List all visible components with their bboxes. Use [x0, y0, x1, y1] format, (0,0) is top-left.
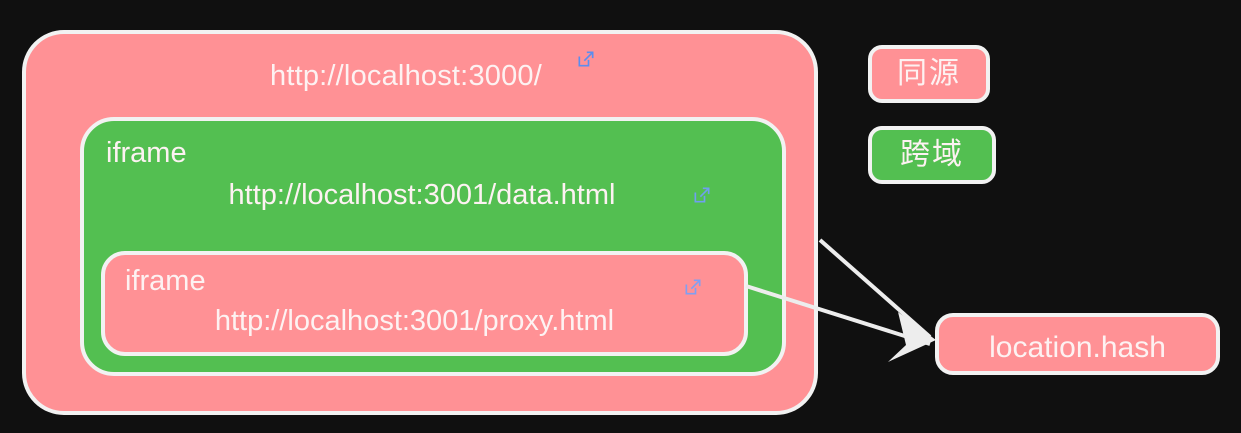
- legend-cross-origin: 跨域: [868, 126, 996, 184]
- external-link-icon[interactable]: [683, 277, 703, 297]
- iframe-url-proxy: http://localhost:3001/proxy.html: [214, 305, 615, 337]
- outer-frame-localhost-3000[interactable]: http://localhost:3000/ iframe http://loc…: [22, 30, 818, 415]
- iframe-proxy-html[interactable]: iframe http://localhost:3001/proxy.html: [101, 251, 748, 356]
- arrow-head: [888, 312, 936, 362]
- location-hash-label: location.hash: [989, 331, 1166, 364]
- iframe-label-proxy: iframe: [125, 265, 206, 297]
- external-link-icon[interactable]: [692, 185, 712, 205]
- iframe-url-data: http://localhost:3001/data.html: [228, 179, 616, 211]
- external-link-icon[interactable]: [576, 49, 596, 69]
- iframe-label-data: iframe: [106, 137, 187, 169]
- location-hash-node[interactable]: location.hash: [935, 313, 1220, 375]
- arrow-green-to-hash: [818, 238, 932, 339]
- outer-frame-url: http://localhost:3000/: [269, 60, 543, 92]
- legend-same-origin: 同源: [868, 45, 990, 103]
- iframe-data-html[interactable]: iframe http://localhost:3001/data.html i…: [80, 117, 786, 376]
